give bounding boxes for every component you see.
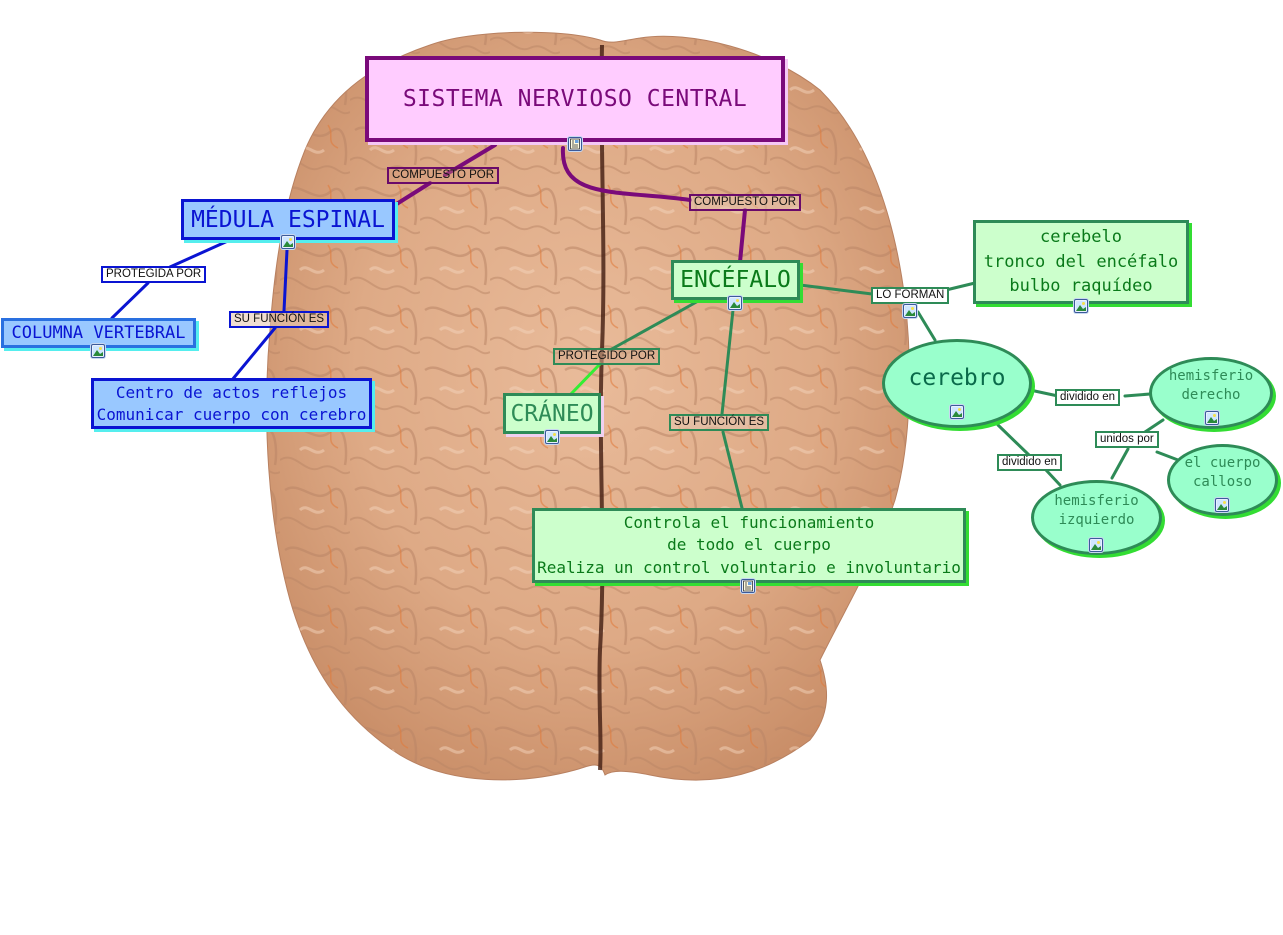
node-label: cerebro <box>908 364 1006 391</box>
image-icon[interactable] <box>728 296 742 310</box>
image-icon[interactable] <box>1089 538 1103 552</box>
node-partes-encefalo[interactable]: cerebelo tronco del encéfalo bulbo raquí… <box>973 220 1189 304</box>
connector-dividido-2-to-izquierdo <box>1044 468 1062 487</box>
connector-cerebro-to-dividido-1 <box>1028 388 1060 398</box>
link-text: SU FUNCIÓN ES <box>234 313 325 325</box>
link-label-lo-forman[interactable]: LO FORMAN <box>871 287 950 304</box>
connector-funcion-to-reflejos <box>230 326 277 382</box>
link-label-unidos-por[interactable]: unidos por <box>1095 431 1159 448</box>
node-label: COLUMNA VERTEBRAL <box>11 323 186 343</box>
connector-unidos-to-calloso <box>1155 450 1180 462</box>
connector-protegida-to-columna <box>110 281 150 320</box>
node-medula-espinal[interactable]: MÉDULA ESPINAL <box>181 199 395 240</box>
link-text: LO FORMAN <box>876 289 945 301</box>
connector-cerebro-to-dividido-2 <box>996 423 1032 458</box>
connector-medula-to-protegida <box>168 238 232 269</box>
image-icon[interactable] <box>950 405 964 419</box>
node-hemisferio-derecho[interactable]: hemisferio derecho <box>1149 357 1273 429</box>
connector-snc-to-compuesto-1 <box>443 143 497 177</box>
node-hemisferio-izquierdo[interactable]: hemisferio izquierdo <box>1031 480 1162 555</box>
node-label: hemisferio izquierdo <box>1054 492 1139 528</box>
node-label: hemisferio derecho <box>1168 368 1254 403</box>
node-label: Controla el funcionamiento de todo el cu… <box>537 512 961 577</box>
node-funcion-medula[interactable]: Centro de actos reflejos Comunicar cuerp… <box>91 378 372 429</box>
image-icon[interactable] <box>1215 498 1229 512</box>
node-label: ENCÉFALO <box>680 267 791 293</box>
node-craneo[interactable]: CRÁNEO <box>503 393 601 434</box>
node-sistema-nervioso-central[interactable]: SISTEMA NERVIOSO CENTRAL <box>365 56 785 142</box>
connector-encefalo-to-lo-forman <box>798 283 874 296</box>
connector-funcion-to-controla <box>721 430 744 510</box>
node-cerebro[interactable]: cerebro <box>882 339 1032 428</box>
longitudinal-fissure <box>597 44 606 771</box>
link-label-su-funcion-es[interactable]: SU FUNCIÓN ES <box>229 311 330 328</box>
link-label-su-funcion-es[interactable]: SU FUNCIÓN ES <box>669 414 770 431</box>
connector-snc-to-compuesto-2 <box>560 146 692 202</box>
node-label: SISTEMA NERVIOSO CENTRAL <box>402 86 748 112</box>
connector-compuesto-2-to-encefalo <box>738 208 747 264</box>
link-label-compuesto-por[interactable]: COMPUESTO POR <box>689 194 802 211</box>
link-label-protegido-por[interactable]: PROTEGIDO POR <box>553 348 661 365</box>
link-label-protegida-por[interactable]: PROTEGIDA POR <box>101 266 207 283</box>
image-icon[interactable] <box>281 235 295 249</box>
connector-encefalo-to-funcion <box>720 308 735 416</box>
connector-derecho-to-unidos <box>1143 418 1165 434</box>
link-label-dividido-en[interactable]: dividido en <box>997 454 1062 471</box>
connector-compuesto-1-to-medula <box>393 181 432 207</box>
connector-protegido-to-craneo <box>568 362 602 397</box>
connector-dividido-1-to-derecho <box>1123 392 1152 398</box>
link-label-dividido-en[interactable]: dividido en <box>1055 389 1120 406</box>
link-text: SU FUNCIÓN ES <box>674 416 765 428</box>
link-text: COMPUESTO POR <box>694 196 797 208</box>
node-label: Centro de actos reflejos Comunicar cuerp… <box>96 382 367 424</box>
node-label: cerebelo tronco del encéfalo bulbo raquí… <box>983 227 1179 297</box>
link-text: PROTEGIDO POR <box>558 350 656 362</box>
document-icon[interactable] <box>568 137 582 151</box>
document-icon[interactable] <box>741 579 755 593</box>
node-label: MÉDULA ESPINAL <box>191 206 385 233</box>
image-icon[interactable] <box>1205 411 1219 425</box>
image-icon[interactable] <box>903 304 917 318</box>
connector-encefalo-to-protegido <box>608 298 702 352</box>
image-icon[interactable] <box>545 430 559 444</box>
connections <box>110 143 1180 510</box>
node-label: el cuerpo calloso <box>1184 455 1261 490</box>
node-label: CRÁNEO <box>510 400 594 427</box>
link-label-compuesto-por[interactable]: COMPUESTO POR <box>387 167 500 184</box>
connector-izquierdo-to-unidos <box>1110 447 1130 480</box>
node-funcion-encefalo[interactable]: Controla el funcionamiento de todo el cu… <box>532 508 966 583</box>
image-icon[interactable] <box>1074 299 1088 313</box>
link-text: dividido en <box>1002 456 1057 468</box>
link-text: COMPUESTO POR <box>392 169 495 181</box>
node-cuerpo-calloso[interactable]: el cuerpo calloso <box>1167 444 1278 516</box>
image-icon[interactable] <box>91 344 105 358</box>
link-text: PROTEGIDA POR <box>106 268 202 280</box>
connector-lo-forman-to-cerebro <box>916 310 937 342</box>
link-text: dividido en <box>1060 391 1115 403</box>
node-encefalo[interactable]: ENCÉFALO <box>671 260 800 300</box>
link-text: unidos por <box>1100 433 1154 445</box>
connector-medula-to-funcion <box>282 248 289 313</box>
connector-lo-forman-to-partes <box>944 281 977 292</box>
